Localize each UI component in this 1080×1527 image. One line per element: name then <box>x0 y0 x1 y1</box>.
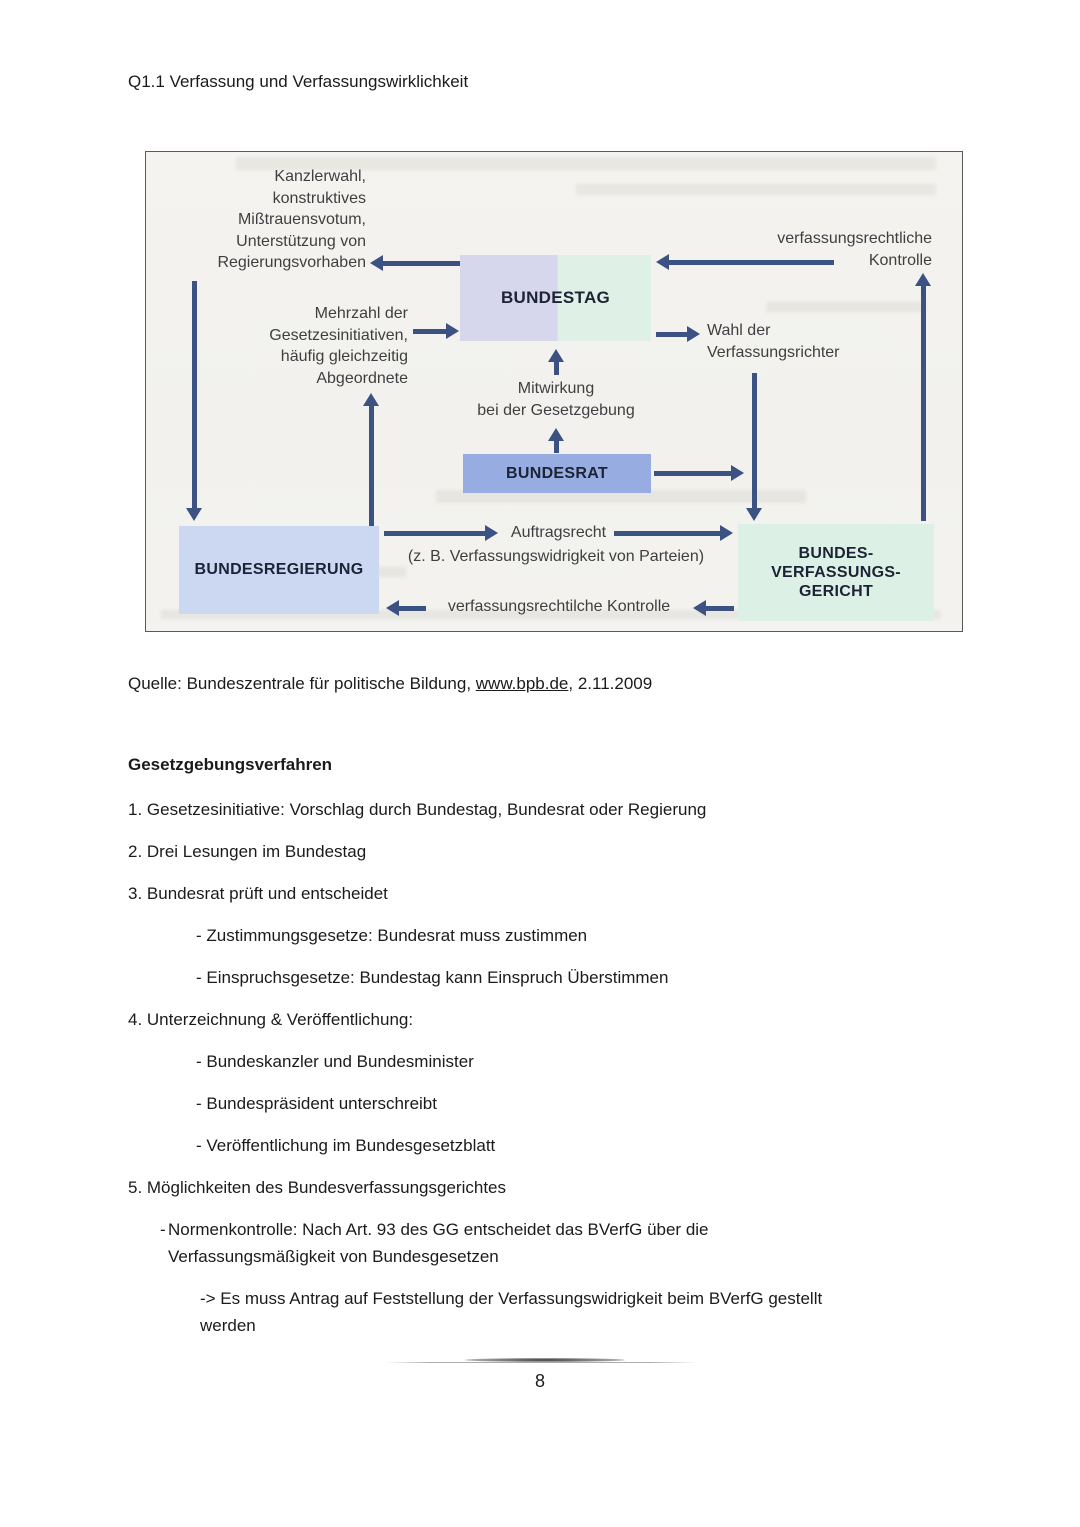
bundesverfassungsgericht-label: BUNDES- VERFASSUNGS- GERICHT <box>771 545 901 600</box>
list-item: -> Es muss Antrag auf Feststellung der V… <box>200 1289 823 1335</box>
label-wahl-verfassungsrichter: Wahl der Verfassungsrichter <box>707 322 840 361</box>
label-verfassungsrechtliche-kontrolle-unten: verfassungsrechtilche Kontrolle <box>447 598 671 615</box>
label-auftragsrecht: Auftragsrecht <box>510 524 607 541</box>
list-item: - Bundeskanzler und Bundesminister <box>196 1052 474 1071</box>
label-verfassungsrechtliche-kontrolle-oben: verfassungsrechtliche Kontrolle <box>777 230 932 269</box>
list-item: - Normenkontrolle: Nach Art. 93 des GG e… <box>128 1216 958 1270</box>
label-auftragsrecht-beispiel: (z. B. Verfassungswidrigkeit von Parteie… <box>407 548 705 565</box>
list-item: 5. Möglichkeiten des Bundesverfassungsge… <box>128 1178 506 1197</box>
page-title: Q1.1 Verfassung und Verfassungswirklichk… <box>128 72 469 91</box>
scan-artifact <box>766 302 926 312</box>
scan-artifact <box>436 490 806 503</box>
bundestag-box: BUNDESTAG <box>460 255 651 341</box>
list-item: 1. Gesetzesinitiative: Vorschlag durch B… <box>128 800 707 819</box>
list-item: 4. Unterzeichnung & Veröffentlichung: <box>128 1010 414 1029</box>
label-mitwirkung: Mitwirkung bei der Gesetzgebung <box>477 380 635 419</box>
label-kanzlerwahl: Kanzlerwahl, konstruktives Mißtrauensvot… <box>217 168 366 271</box>
list-item: 2. Drei Lesungen im Bundestag <box>128 842 367 861</box>
bundesrat-label: BUNDESRAT <box>506 464 608 482</box>
gesetzgebungsverfahren-list: 1. Gesetzesinitiative: Vorschlag durch B… <box>128 796 958 1354</box>
scan-artifact <box>161 610 941 619</box>
scan-artifact <box>236 157 936 170</box>
bundesrat-box: BUNDESRAT <box>463 454 651 493</box>
section-heading: Gesetzgebungsverfahren <box>128 755 333 774</box>
source-suffix: , 2.11.2009 <box>568 674 653 693</box>
source-prefix: Quelle: Bundeszentrale für politische Bi… <box>128 674 476 693</box>
list-item: - Zustimmungsgesetze: Bundesrat muss zus… <box>196 926 588 945</box>
bullet-dash: - <box>160 1220 166 1239</box>
list-item: 3. Bundesrat prüft und entscheidet <box>128 884 388 903</box>
bundestag-label: BUNDESTAG <box>500 288 611 308</box>
page-number: 8 <box>534 1371 545 1391</box>
bpb-diagram: BUNDESTAG BUNDESRAT BUNDESREGIERUNG BUND… <box>145 151 963 632</box>
list-item: - Bundespräsident unterschreibt <box>196 1094 437 1113</box>
bpb-link[interactable]: www.bpb.de <box>475 674 569 693</box>
label-gesetzesinitiativen: Mehrzahl der Gesetzesinitiativen, häufig… <box>269 305 408 387</box>
bundesregierung-box: BUNDESREGIERUNG <box>179 526 379 614</box>
footer-divider-smudge <box>465 1358 625 1362</box>
list-item: - Veröffentlichung im Bundesgesetzblatt <box>196 1136 496 1155</box>
bundesverfassungsgericht-box: BUNDES- VERFASSUNGS- GERICHT <box>738 524 934 621</box>
source-line: Quelle: Bundeszentrale für politische Bi… <box>128 674 652 694</box>
list-item: - Einspruchsgesetze: Bundestag kann Eins… <box>196 968 669 987</box>
scan-artifact <box>576 184 936 195</box>
footer-divider <box>385 1362 697 1363</box>
bundesregierung-label: BUNDESREGIERUNG <box>194 561 364 579</box>
